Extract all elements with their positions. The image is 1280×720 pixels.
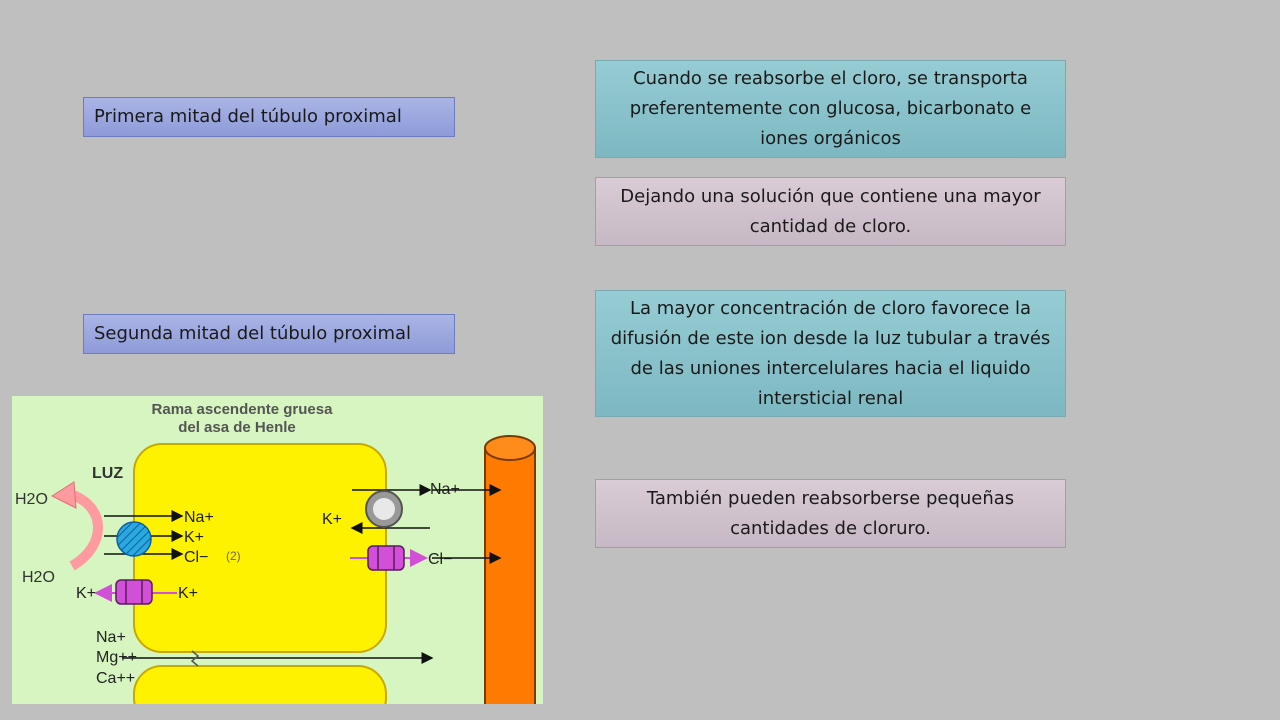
h2o-bottom-label: H2O [22,569,55,586]
info-box-chloride-solution: Dejando una solución que contiene una ma… [595,177,1066,246]
luz-label: LUZ [92,465,123,482]
k-channel-left [115,579,153,605]
info-text-1: Cuando se reabsorbe el cloro, se transpo… [629,68,1032,149]
k-left-label: K+ [76,585,96,602]
water-curve-arrowhead [50,481,77,509]
k-label: K+ [184,529,204,546]
henle-loop-svg: Rama ascendente gruesa del asa de Henle … [12,396,543,720]
cl-channel-right [367,545,405,571]
first-half-label: Primera mitad del túbulo proximal [83,97,455,137]
blood-vessel [484,447,536,719]
epithelial-cell [133,443,387,653]
na-bottom-label: Na+ [96,629,126,646]
blood-vessel-top [484,435,536,461]
info-text-4: También pueden reabsorberse pequeñas can… [646,487,1015,539]
diagram-title-line2: del asa de Henle [178,419,296,436]
info-text-3: La mayor concentración de cloro favorece… [610,297,1051,409]
epithelial-cell-lower [133,665,387,720]
mg-bottom-label: Mg++ [96,649,137,666]
na-label: Na+ [184,509,214,526]
diagram-title-line1: Rama ascendente gruesa [152,401,334,418]
k-right-label: K+ [322,511,342,528]
info-box-chloride-cotransport: Cuando se reabsorbe el cloro, se transpo… [595,60,1066,158]
second-half-label: Segunda mitad del túbulo proximal [83,314,455,354]
cl-right-label: Cl− [428,551,452,568]
number-2-label: (2) [226,549,241,563]
ca-bottom-label: Ca++ [96,670,135,687]
info-box-chloride-small-amounts: También pueden reabsorberse pequeñas can… [595,479,1066,548]
info-text-2: Dejando una solución que contiene una ma… [620,185,1041,237]
cl-label: Cl− [184,549,208,566]
water-curve-arrow [68,489,103,571]
h2o-top-label: H2O [15,491,48,508]
info-box-chloride-diffusion: La mayor concentración de cloro favorece… [595,290,1066,417]
nkcc-cotransporter [116,521,152,557]
henle-loop-diagram: Rama ascendente gruesa del asa de Henle … [12,396,543,720]
tight-junction-mark [190,650,200,667]
k-mid-label: K+ [178,585,198,602]
na-k-pump-core [373,498,395,520]
